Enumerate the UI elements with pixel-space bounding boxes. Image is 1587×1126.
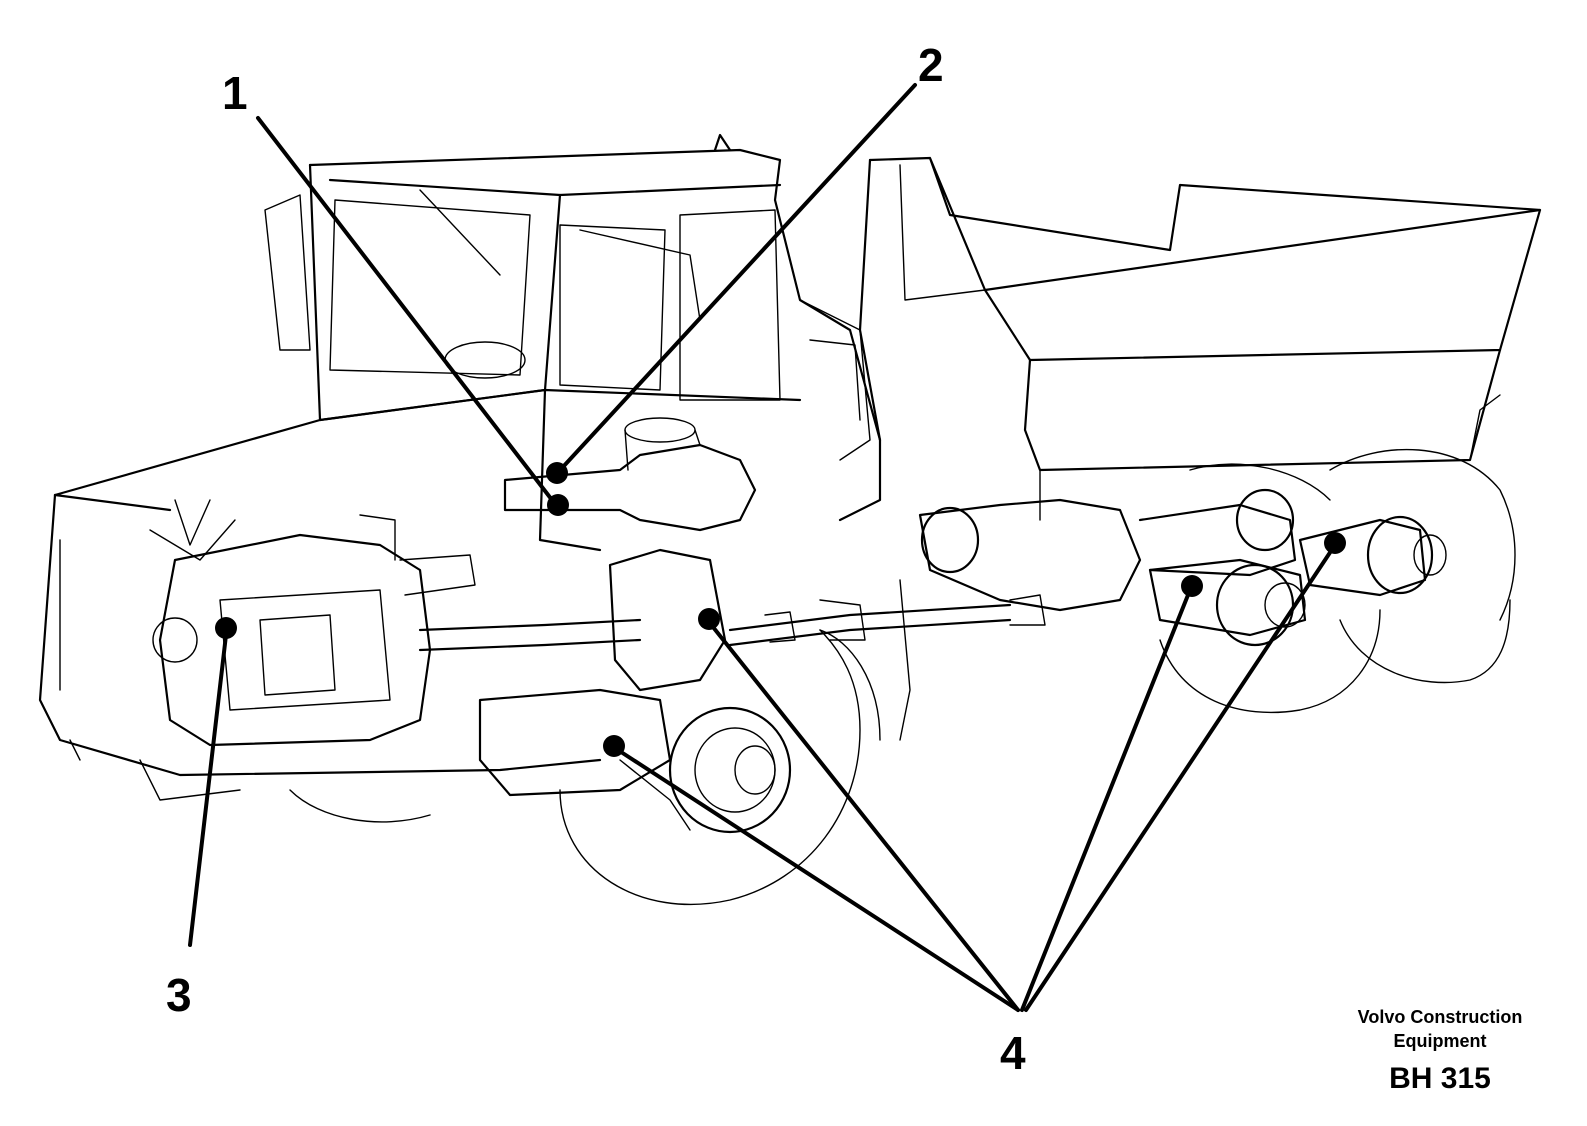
leader-line-4d — [1024, 546, 1335, 1012]
leader-line-1 — [256, 116, 554, 502]
leader-line-3 — [188, 633, 228, 947]
driveline — [418, 594, 1046, 652]
callout-label-2: 2 — [918, 39, 944, 91]
leader-line-2 — [560, 83, 917, 470]
brand-name: Volvo Construction — [1357, 1007, 1523, 1027]
callout-label-4: 4 — [1000, 1027, 1026, 1079]
front-axle — [478, 548, 792, 834]
leader-line-4c — [1020, 588, 1192, 1012]
rear-axles — [918, 488, 1447, 647]
callout-dot-3 — [215, 617, 237, 639]
wheels — [289, 448, 1516, 905]
callout-dot-4d — [1324, 532, 1346, 554]
callout-label-1: 1 — [222, 67, 248, 119]
figure-id: BH 315 — [1389, 1062, 1491, 1095]
callout-dot-4a — [698, 608, 720, 630]
dump-body — [858, 156, 1542, 521]
leader-line-4b — [616, 748, 1020, 1012]
engine — [149, 499, 476, 747]
leader-line-4a — [707, 620, 1020, 1012]
callout-label-3: 3 — [166, 969, 192, 1021]
brand-name-line2: Equipment — [1393, 1031, 1487, 1051]
cab — [264, 133, 882, 522]
front-frame — [38, 388, 757, 801]
callout-dot-4c — [1181, 575, 1203, 597]
leader-lines — [188, 83, 1335, 1012]
